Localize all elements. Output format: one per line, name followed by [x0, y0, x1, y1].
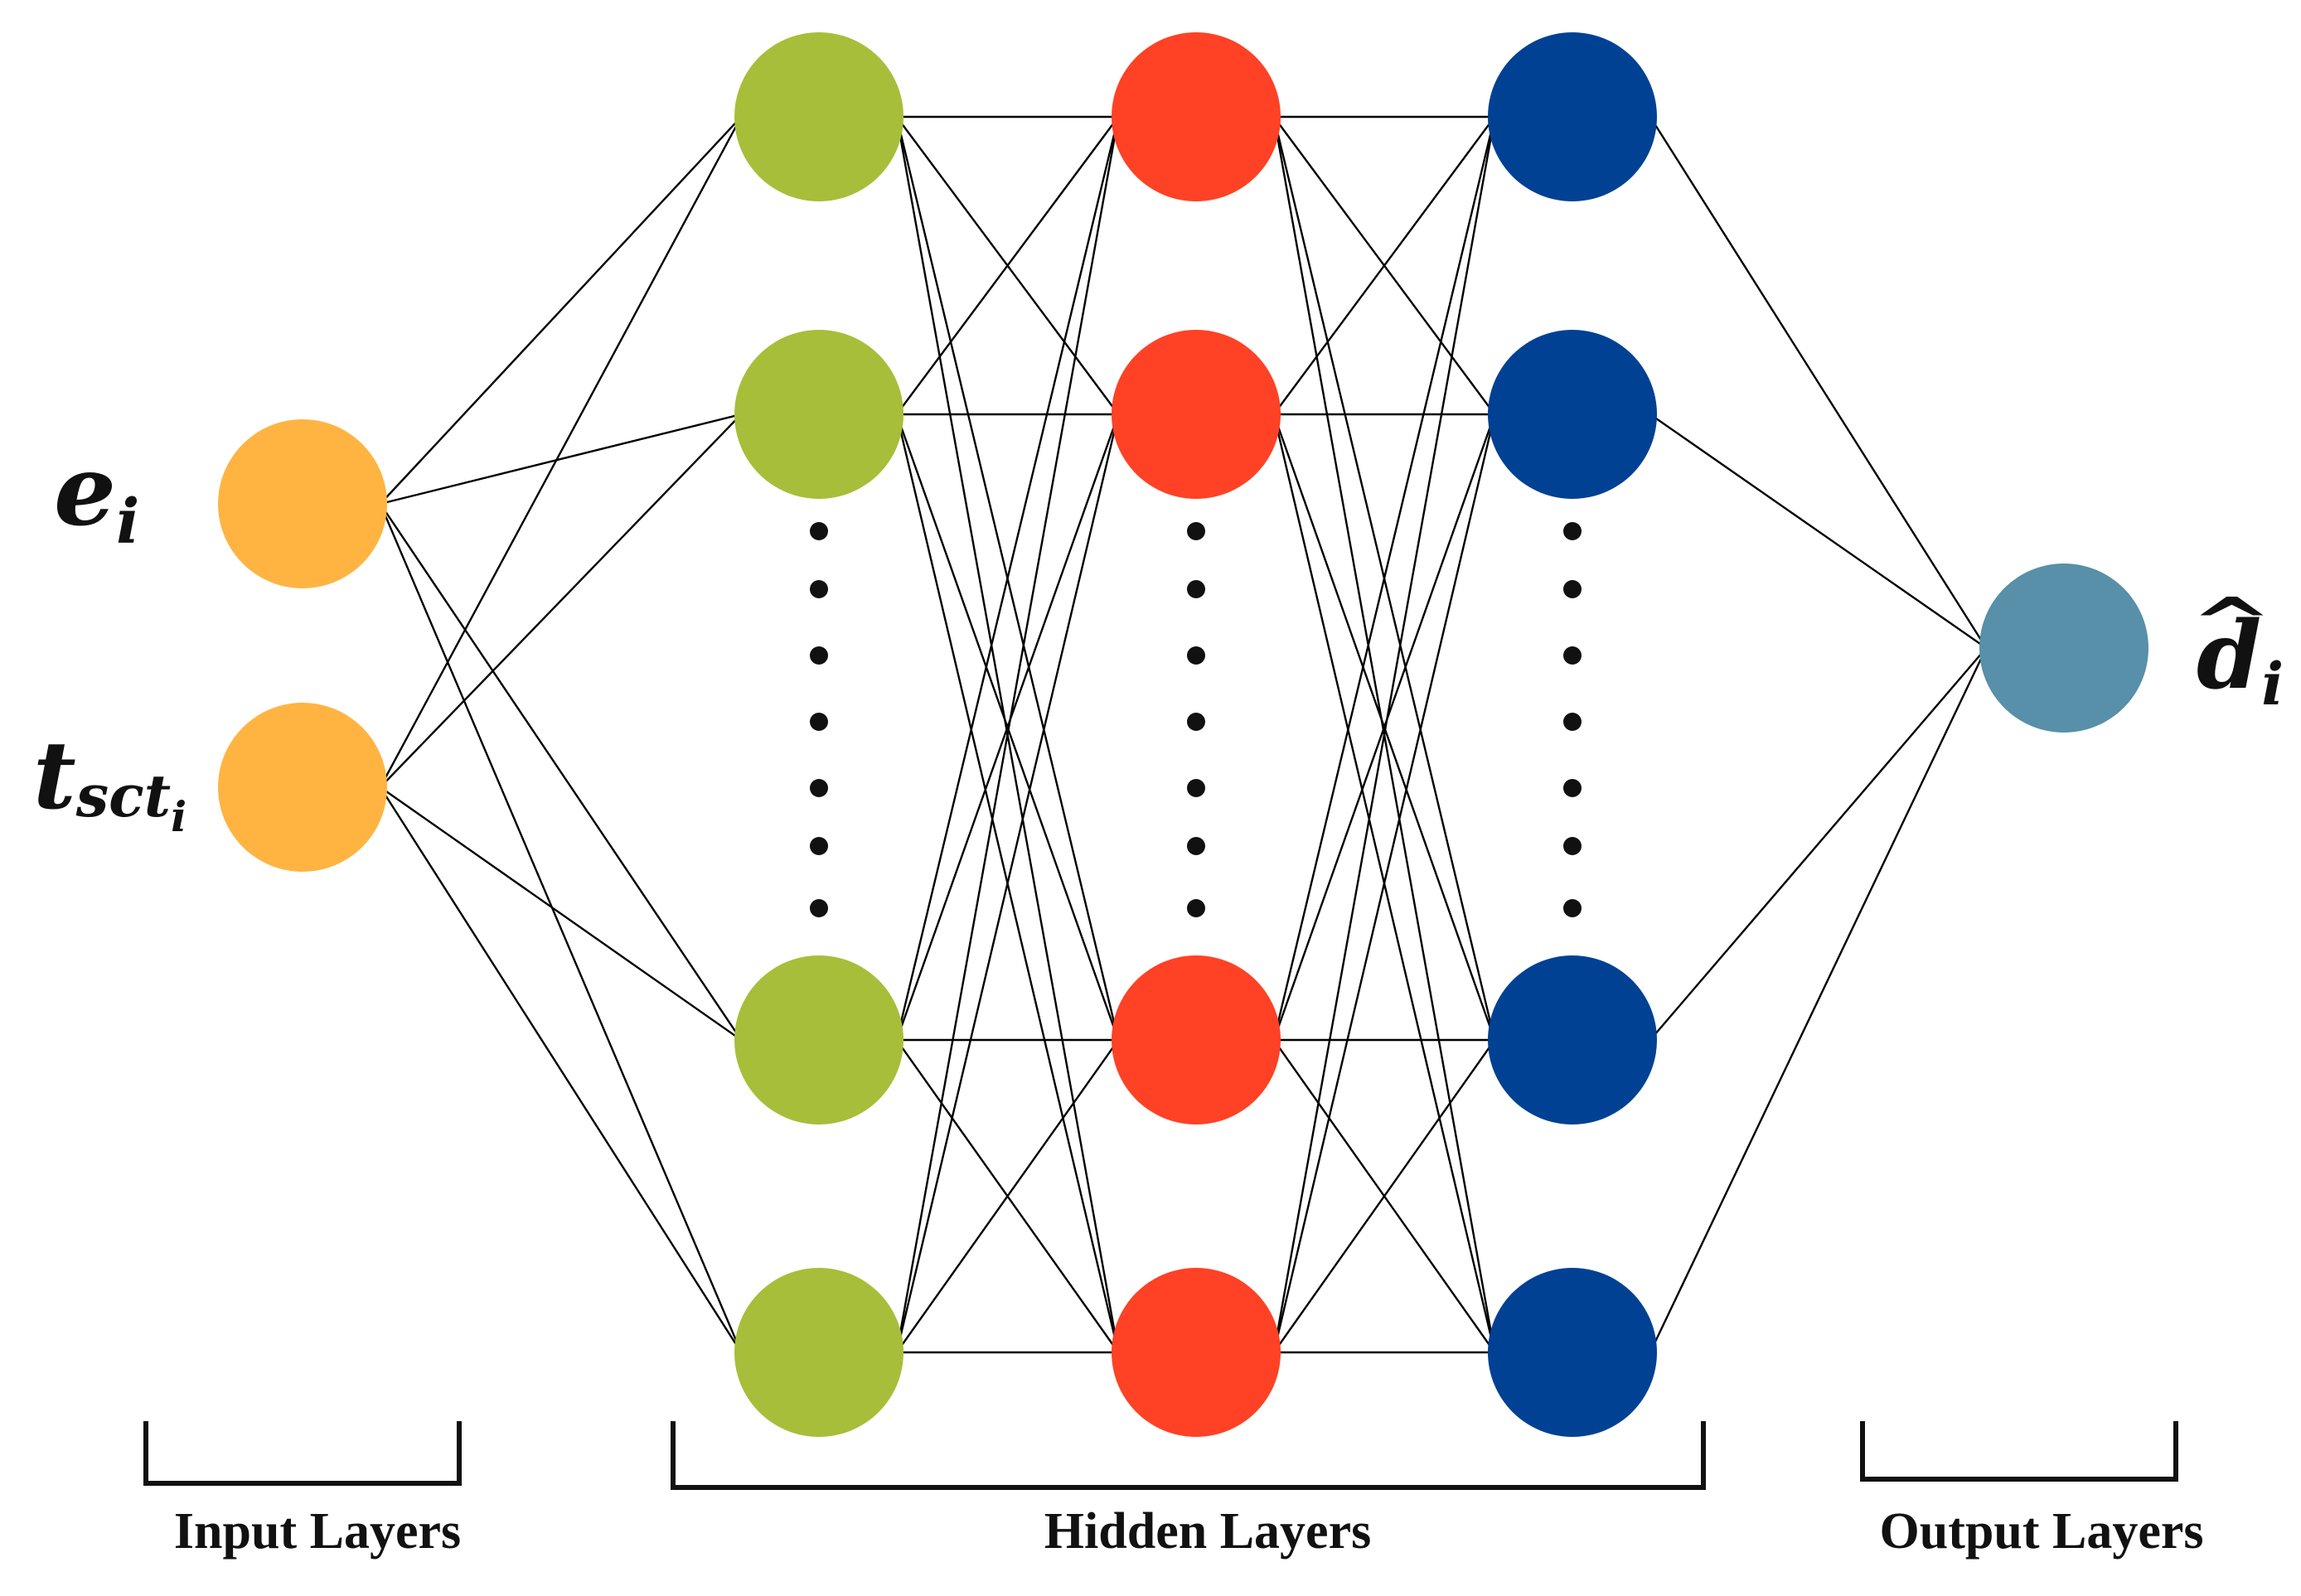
node-hidden-2-3 — [1112, 1268, 1281, 1437]
edge-input-0-to-hidden-1-0 — [379, 116, 743, 505]
ellipsis-dot-hidden-1-5 — [810, 837, 828, 855]
edge-hidden-3-2-to-output-0 — [1649, 647, 1988, 1041]
ellipsis-dot-hidden-3-5 — [1563, 837, 1582, 855]
ellipsis-dot-hidden-3-4 — [1563, 779, 1582, 797]
node-hidden-3-1 — [1488, 330, 1657, 499]
node-hidden-3-3 — [1488, 1268, 1657, 1437]
edge-input-1-to-hidden-1-1 — [379, 414, 743, 788]
ellipsis-dot-hidden-1-3 — [810, 713, 828, 731]
input-layers-bracket — [143, 1421, 462, 1486]
ellipsis-dot-hidden-2-1 — [1187, 580, 1205, 598]
ellipsis-dot-hidden-1-0 — [810, 522, 828, 540]
edge-input-1-to-hidden-1-0 — [379, 116, 743, 788]
edge-hidden-2-3-to-hidden-3-2 — [1272, 1039, 1496, 1353]
ellipsis-dot-hidden-2-4 — [1187, 779, 1205, 797]
output-d-symbol: d — [2197, 602, 2261, 710]
edge-hidden-2-3-to-hidden-3-0 — [1272, 116, 1496, 1353]
edge-hidden-2-1-to-hidden-3-0 — [1272, 116, 1496, 415]
input-t-subsubscript: i — [171, 792, 187, 841]
edge-input-1-to-hidden-1-3 — [379, 786, 743, 1353]
node-input-1 — [218, 703, 387, 872]
edge-hidden-1-3-to-hidden-2-2 — [895, 1039, 1120, 1353]
node-hidden-3-2 — [1488, 955, 1657, 1124]
ellipsis-dot-hidden-2-5 — [1187, 837, 1205, 855]
ellipsis-dot-hidden-1-4 — [810, 779, 828, 797]
node-hidden-2-2 — [1112, 955, 1281, 1124]
edge-hidden-1-2-to-hidden-2-1 — [895, 414, 1120, 1041]
input-e-subscript: i — [116, 486, 139, 558]
node-hidden-2-0 — [1112, 32, 1281, 201]
node-hidden-1-2 — [734, 955, 903, 1124]
ellipsis-dot-hidden-3-1 — [1563, 580, 1582, 598]
node-output-0 — [1979, 563, 2148, 733]
ellipsis-dot-hidden-2-3 — [1187, 713, 1205, 731]
edge-input-1-to-hidden-1-2 — [380, 786, 742, 1041]
node-hidden-3-0 — [1488, 32, 1657, 201]
node-input-0 — [218, 419, 387, 588]
ellipsis-dot-hidden-1-1 — [810, 580, 828, 598]
ellipsis-dots — [810, 522, 1582, 917]
node-hidden-1-1 — [734, 330, 903, 499]
hidden-layers-bracket — [671, 1421, 1706, 1490]
ellipsis-dot-hidden-3-0 — [1563, 522, 1582, 540]
node-hidden-1-3 — [734, 1268, 903, 1437]
edge-hidden-1-3-to-hidden-2-1 — [895, 414, 1120, 1353]
edge-hidden-3-0-to-output-0 — [1649, 116, 1988, 649]
output-d-subscript: i — [2261, 650, 2284, 718]
edge-hidden-2-2-to-hidden-3-1 — [1272, 414, 1496, 1041]
ellipsis-dot-hidden-3-3 — [1563, 713, 1582, 731]
edge-hidden-3-1-to-output-0 — [1649, 414, 1987, 649]
output-layers-label: Output Layers — [1880, 1503, 2204, 1560]
ellipsis-dot-hidden-3-2 — [1563, 646, 1582, 665]
ellipsis-dot-hidden-2-0 — [1187, 522, 1205, 540]
edge-hidden-1-3-to-hidden-2-0 — [895, 116, 1120, 1353]
edge-input-0-to-hidden-1-1 — [380, 413, 742, 505]
node-hidden-1-0 — [734, 32, 903, 201]
edge-hidden-2-2-to-hidden-3-0 — [1272, 116, 1496, 1041]
ellipsis-dot-hidden-2-6 — [1187, 899, 1205, 917]
node-hidden-2-1 — [1112, 330, 1281, 499]
input-t-symbol: t — [33, 722, 76, 830]
edge-hidden-2-3-to-hidden-3-1 — [1272, 414, 1496, 1353]
input-label-e: ei — [54, 433, 139, 558]
connection-edges — [379, 115, 1988, 1354]
input-t-subscript: sct — [75, 762, 171, 830]
input-label-tsct: tscti — [33, 722, 187, 841]
neuron-nodes — [218, 32, 2148, 1437]
output-hat-mark: ^ — [2190, 583, 2273, 663]
edge-input-0-to-hidden-1-2 — [379, 503, 743, 1041]
output-layers-bracket — [1860, 1421, 2178, 1482]
edge-hidden-3-3-to-output-0 — [1649, 647, 1988, 1353]
hidden-layers-label: Hidden Layers — [1044, 1503, 1371, 1560]
ellipsis-dot-hidden-3-6 — [1563, 899, 1582, 917]
input-layers-label: Input Layers — [174, 1503, 461, 1560]
edge-input-0-to-hidden-1-3 — [379, 503, 743, 1353]
edge-hidden-1-2-to-hidden-2-0 — [895, 116, 1120, 1041]
ellipsis-dot-hidden-1-2 — [810, 646, 828, 665]
ellipsis-dot-hidden-1-6 — [810, 899, 828, 917]
input-e-symbol: e — [54, 433, 116, 548]
edge-hidden-1-1-to-hidden-2-0 — [895, 116, 1120, 415]
ellipsis-dot-hidden-2-2 — [1187, 646, 1205, 665]
output-label-d-hat-symbol: di — [2197, 602, 2284, 718]
